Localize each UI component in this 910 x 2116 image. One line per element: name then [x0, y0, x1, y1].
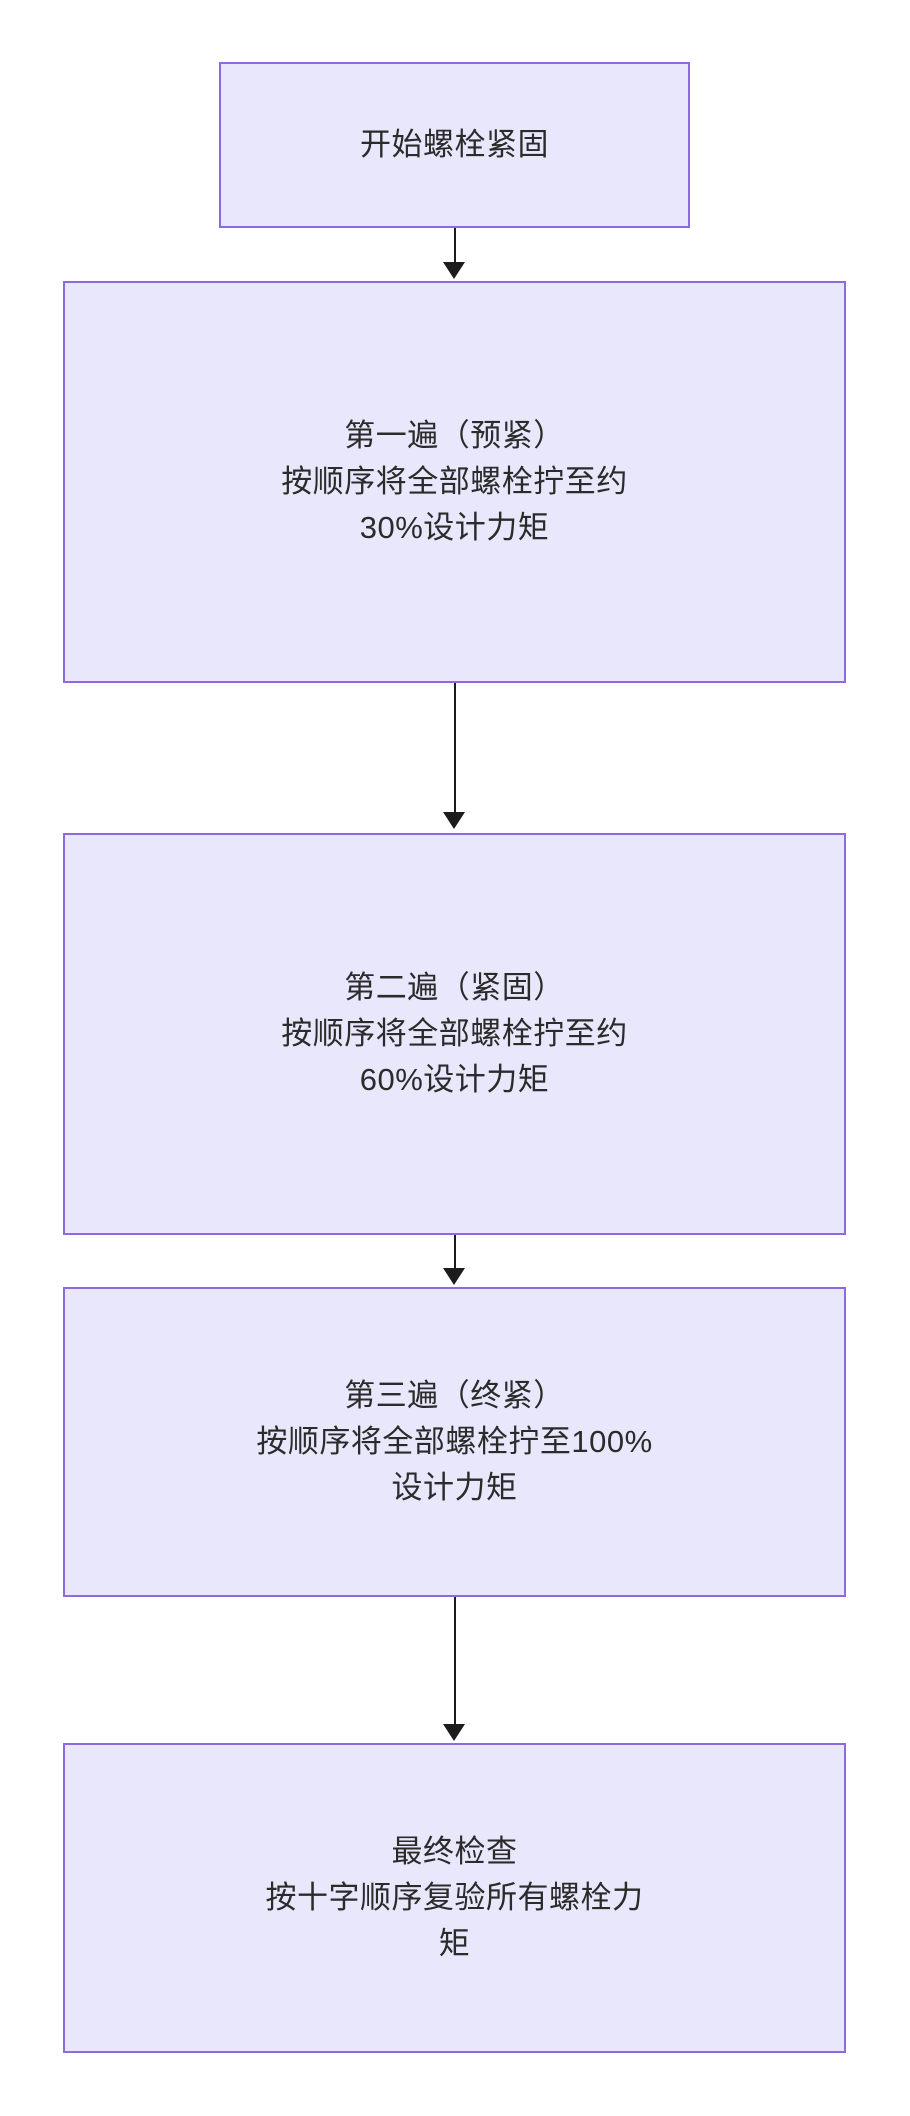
- arrow-down-icon: [443, 1268, 465, 1285]
- edge-pass2-to-pass3-line: [454, 1235, 456, 1269]
- flowchart-node-pass3[interactable]: 第三遍（终紧） 按顺序将全部螺栓拧至100% 设计力矩: [63, 1287, 846, 1597]
- node-pass1-line-2: 按顺序将全部螺栓拧至约: [281, 464, 628, 500]
- node-final-line-2: 按十字顺序复验所有螺栓力: [265, 1880, 644, 1916]
- flowchart-node-pass2[interactable]: 第二遍（紧固） 按顺序将全部螺栓拧至约 60%设计力矩: [63, 833, 846, 1235]
- flowchart-node-pass1[interactable]: 第一遍（预紧） 按顺序将全部螺栓拧至约 30%设计力矩: [63, 281, 846, 683]
- edge-pass1-to-pass2-line: [454, 683, 456, 813]
- edge-start-to-pass1-line: [454, 228, 456, 264]
- edge-pass3-to-final-line: [454, 1597, 456, 1725]
- flowchart-node-final[interactable]: 最终检查 按十字顺序复验所有螺栓力 矩: [63, 1743, 846, 2053]
- node-pass2-line-2: 按顺序将全部螺栓拧至约: [281, 1016, 628, 1052]
- node-pass1-line-1: 第一遍（预紧）: [344, 418, 565, 454]
- node-pass3-line-2: 按顺序将全部螺栓拧至100%: [256, 1424, 653, 1460]
- node-final-line-3: 矩: [438, 1925, 471, 1961]
- arrow-down-icon: [443, 262, 465, 279]
- node-pass2-line-3: 60%设计力矩: [359, 1061, 550, 1097]
- node-pass3-line-3: 设计力矩: [391, 1469, 518, 1505]
- flowchart-node-start[interactable]: 开始螺栓紧固: [219, 62, 690, 228]
- arrow-down-icon: [443, 812, 465, 829]
- node-pass3-line-1: 第三遍（终紧）: [344, 1378, 565, 1414]
- node-pass1-line-3: 30%设计力矩: [359, 509, 550, 545]
- node-pass2-line-1: 第二遍（紧固）: [344, 970, 565, 1006]
- arrow-down-icon: [443, 1724, 465, 1741]
- node-start-line-1: 开始螺栓紧固: [360, 127, 549, 163]
- node-final-line-1: 最终检查: [391, 1834, 518, 1870]
